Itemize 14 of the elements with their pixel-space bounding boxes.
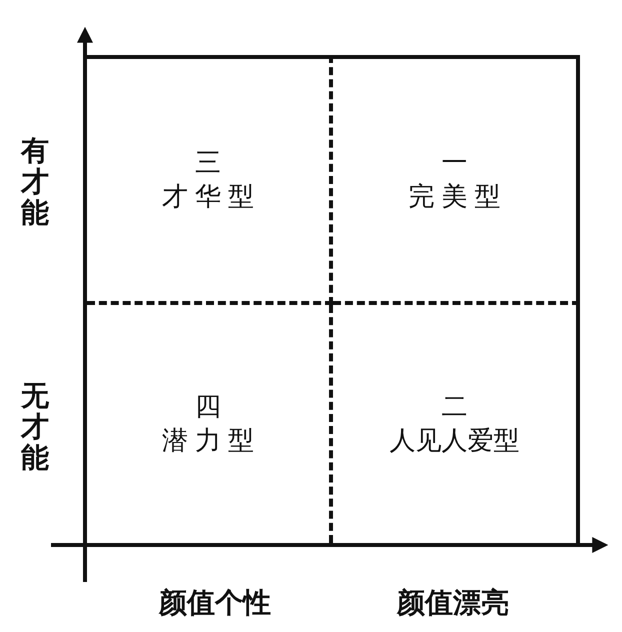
quadrant-label: 才 华 型 [162, 180, 254, 213]
axis-label: 颜值漂亮 [397, 586, 509, 620]
quadrant-label: 完 美 型 [408, 180, 501, 213]
quadrant-number: 一 [442, 146, 468, 180]
quadrant-panel [87, 55, 333, 305]
quadrant-number: 二 [442, 390, 468, 424]
quadrant-number: 三 [195, 146, 221, 180]
axis-label: 无才能 [21, 381, 49, 474]
quadrant-label: 人见人爱型 [390, 424, 520, 457]
quadrant-number: 四 [195, 390, 221, 424]
axis-label: 有才能 [21, 136, 49, 228]
quadrant-label: 潜 力 型 [162, 424, 254, 457]
axis-label: 颜值个性 [159, 586, 271, 620]
quadrant-panel [333, 55, 580, 305]
